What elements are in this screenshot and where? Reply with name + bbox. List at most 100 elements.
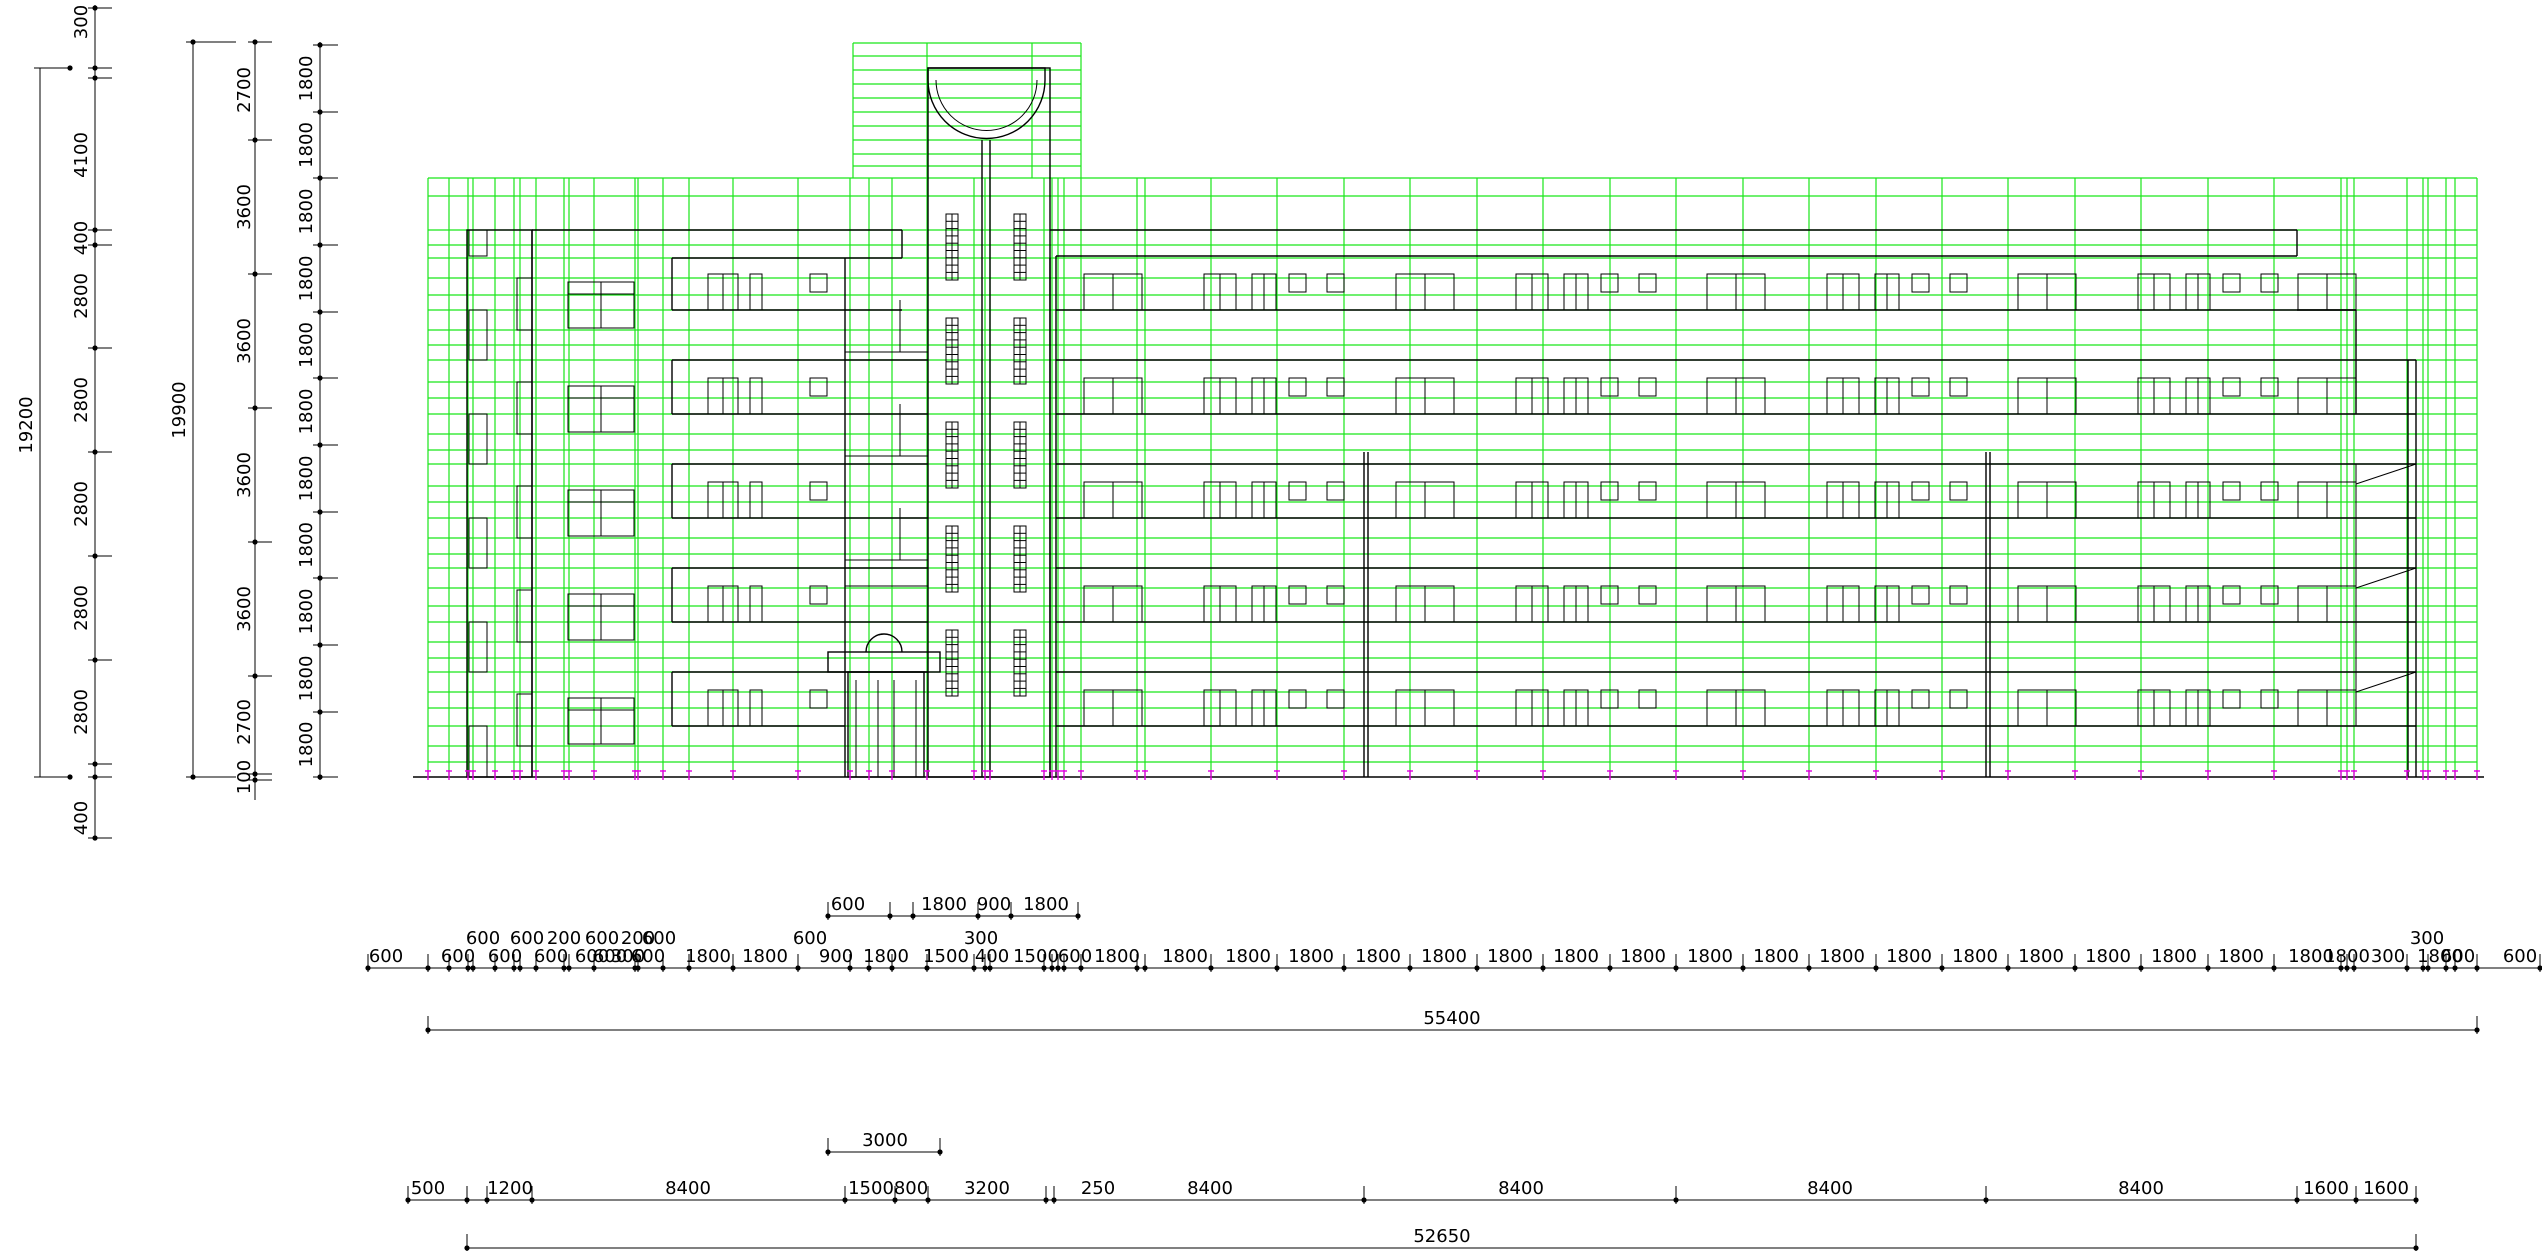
dim-chain-3-label: 1800 [296, 522, 317, 568]
window [2260, 689, 2279, 709]
entrance-door [847, 671, 925, 778]
tower-crown [927, 67, 1046, 140]
scaffold-main-dim: 1800 [1952, 946, 1998, 967]
window [1638, 689, 1657, 709]
scaffold-top-dim: 600 [466, 928, 500, 949]
building-total-dim: 52650 [1413, 1226, 1470, 1247]
left-stair-block [466, 229, 533, 778]
building-elevation [413, 67, 2484, 778]
window [749, 481, 763, 519]
window [2222, 585, 2241, 605]
building-dim: 1600 [2363, 1178, 2409, 1199]
scaffold-main-dim: 1800 [863, 946, 909, 967]
scaffold-main-dim: 1800 [1225, 946, 1271, 967]
scaffold-upper-dim: 900 [977, 894, 1011, 915]
window [809, 377, 828, 397]
window [1949, 481, 1968, 501]
scaffold-main-dim: 1800 [2151, 946, 2197, 967]
window [1600, 273, 1619, 293]
scaffold-main-dim: 600 [441, 946, 475, 967]
scaffold-main-dim: 400 [975, 946, 1009, 967]
window [1638, 377, 1657, 397]
window [1911, 377, 1930, 397]
window [749, 585, 763, 623]
dim-chain-1-label: 2800 [71, 377, 92, 423]
window [809, 585, 828, 605]
window [1600, 377, 1619, 397]
building-dim: 8400 [2118, 1178, 2164, 1199]
dim-chain-3-label: 1800 [296, 256, 317, 302]
dim-chain-1-label: 400 [71, 221, 92, 255]
dim-chain-3-label: 1800 [296, 189, 317, 235]
scaffold-main-dim: 1800 [1094, 946, 1140, 967]
scaffold-main-dim: 1800 [1553, 946, 1599, 967]
window [1288, 481, 1307, 501]
scaffold-top-dim: 300 [2410, 928, 2444, 949]
window [2260, 585, 2279, 605]
vertical-dimensions: 1920030041004002800280028002800280040019… [16, 5, 338, 841]
window [1326, 481, 1345, 501]
dim-chain-1-label: 2800 [71, 689, 92, 735]
dim-chain-2-label: 2700 [234, 699, 255, 745]
window [1911, 585, 1930, 605]
window [1326, 273, 1345, 293]
scaffold-main-dim: 600 [488, 946, 522, 967]
window [1326, 689, 1345, 709]
window [749, 689, 763, 727]
scaffold-main-dim: 600 [593, 946, 627, 967]
building-dim: 8400 [1187, 1178, 1233, 1199]
dim-chain-1-label: 400 [71, 801, 92, 835]
scaffold-main-dim: 1800 [742, 946, 788, 967]
window [1638, 273, 1657, 293]
dim-chain-2-label: 100 [234, 760, 255, 794]
window [1326, 377, 1345, 397]
window [809, 689, 828, 709]
window [2222, 481, 2241, 501]
window [1288, 585, 1307, 605]
building-dim: 1200 [487, 1178, 533, 1199]
dim-chain-3-label: 1800 [296, 389, 317, 435]
window [1949, 377, 1968, 397]
scaffold-main-dim: 1500 [923, 946, 969, 967]
window [809, 481, 828, 501]
scaffold-total-dim: 55400 [1423, 1008, 1480, 1029]
scaffold-main-dim: 600 [631, 946, 665, 967]
scaffold-top-dim: 200 [547, 928, 581, 949]
scaffold-main-dim: 300 [611, 946, 645, 967]
total-height-b: 19900 [169, 381, 190, 438]
scaffold-top-dim: 600 [793, 928, 827, 949]
scaffold-anchor-pins [425, 770, 2480, 780]
building-dim: 8400 [1498, 1178, 1544, 1199]
dim-chain-3-label: 1800 [296, 656, 317, 702]
window [809, 273, 828, 293]
scaffold-main-dim: 1800 [1487, 946, 1533, 967]
dim-chain-3-label: 1800 [296, 122, 317, 168]
total-height-a: 19200 [16, 396, 37, 453]
scaffold-upper-dim: 1800 [1023, 894, 1069, 915]
scaffold-top-dim: 300 [964, 928, 998, 949]
building-dim: 1500 [848, 1178, 894, 1199]
scaffold-main-dim: 300 [2371, 946, 2405, 967]
dim-chain-3-label: 1800 [296, 722, 317, 768]
window [1911, 689, 1930, 709]
scaffold-main-dim: 1800 [1886, 946, 1932, 967]
scaffold-main-dim: 600 [2503, 946, 2537, 967]
building-dim: 8400 [665, 1178, 711, 1199]
dim-chain-3-label: 1800 [296, 322, 317, 368]
building-dim: 8400 [1807, 1178, 1853, 1199]
window [2222, 689, 2241, 709]
dim-chain-3-label: 1800 [296, 456, 317, 502]
dim-chain-1-label: 2800 [71, 585, 92, 631]
scaffold-main-dim: 1800 [2417, 946, 2463, 967]
window [1600, 585, 1619, 605]
scaffold-main-dim: 600 [369, 946, 403, 967]
window [1638, 585, 1657, 605]
dim-chain-2-label: 3600 [234, 318, 255, 364]
scaffold-main-dim: 1800 [2288, 946, 2334, 967]
dim-chain-1-label: 2800 [71, 273, 92, 319]
window [1288, 377, 1307, 397]
window [1288, 689, 1307, 709]
dim-chain-2-label: 3600 [234, 452, 255, 498]
